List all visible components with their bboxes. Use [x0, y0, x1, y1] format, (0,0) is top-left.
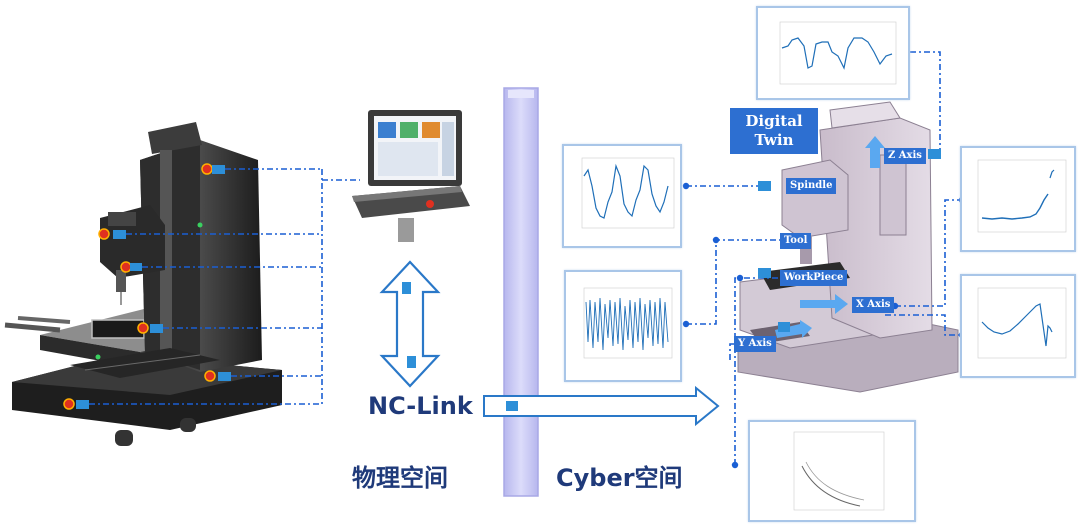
y-axis-tag: Y Axis [734, 336, 776, 352]
workpiece-signal-plot [748, 420, 916, 522]
right-arrow-icon [483, 385, 720, 427]
x-axis-signal-trace [977, 159, 1067, 233]
z-axis-tag: Z Axis [884, 148, 926, 164]
cnc-machine-icon [4, 122, 282, 446]
tool-tag: Tool [780, 233, 812, 249]
workpiece-tag: WorkPiece [780, 270, 848, 286]
x-axis-signal-plot [960, 146, 1076, 252]
tool-signal-plot [564, 270, 682, 382]
cyber-space-label: Cyber空间 [556, 464, 683, 492]
sensor-markers [63, 163, 231, 410]
spindle-signal-trace [581, 157, 675, 229]
twin-axis-arrows [775, 136, 885, 338]
tool-signal-trace [583, 287, 673, 359]
double-headed-vertical-arrow-icon [379, 260, 441, 388]
nc-link-label: NC-Link [368, 392, 473, 420]
physical-space-label: 物理空间 [352, 464, 448, 492]
spindle-signal-plot [562, 144, 682, 248]
workpiece-signal-trace [793, 431, 885, 511]
space-divider-bar [503, 87, 539, 497]
digital-twin-title-line2: Twin [754, 131, 794, 149]
cnc-controller-icon [352, 110, 470, 242]
y-axis-signal-plot [960, 274, 1076, 378]
digital-twin-title-line1: Digital [745, 112, 803, 130]
z-axis-signal-plot [756, 6, 910, 100]
x-axis-tag: X Axis [852, 297, 895, 313]
sensor-link-lines [89, 168, 360, 405]
spindle-tag: Spindle [786, 178, 837, 194]
y-axis-signal-trace [977, 287, 1067, 359]
digital-twin-title: Digital Twin [730, 108, 818, 154]
z-axis-signal-trace [779, 21, 897, 85]
